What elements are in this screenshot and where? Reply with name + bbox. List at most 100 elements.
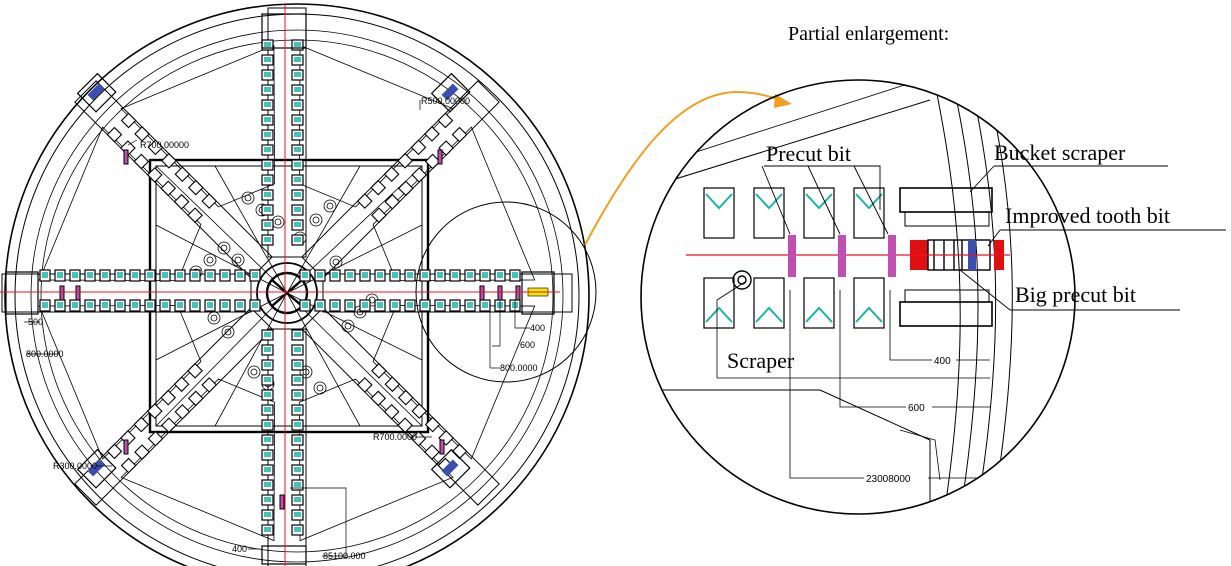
disc-cutter-core-3	[244, 194, 252, 202]
tool-insert	[422, 302, 428, 308]
tool-insert	[294, 102, 301, 107]
diag-housing-bit-3	[87, 459, 105, 477]
tool-insert	[264, 57, 271, 62]
tool-insert	[264, 377, 271, 382]
detail-circle	[640, 79, 1076, 515]
detail-lower-tool-tip-2	[755, 306, 783, 323]
disc-cutter-core-18	[224, 328, 232, 336]
opening-3	[120, 378, 276, 542]
tool-insert	[264, 452, 271, 457]
tool-insert	[362, 302, 368, 308]
diag-tool-block	[437, 112, 454, 129]
label-precut-bit: Precut bit	[766, 141, 851, 166]
diag-tool-block	[371, 207, 387, 224]
center-square-frame	[148, 158, 430, 434]
diag-tool-block	[174, 403, 191, 420]
detail-lower-tool-1	[703, 277, 735, 329]
disc-cutter-11	[341, 319, 355, 333]
tool-insert	[294, 72, 301, 77]
disc-cutter-core-2	[274, 218, 282, 226]
diag-tool-block	[356, 193, 373, 209]
tool-insert	[237, 302, 243, 308]
diag-tool-block	[147, 139, 164, 156]
label-bucket-scraper: Bucket scraper	[994, 140, 1126, 165]
detail-enlargement: Precut bit Bucket scraper Improved tooth…	[640, 79, 1226, 515]
tool-insert	[147, 302, 153, 308]
tool-insert	[264, 237, 271, 242]
tool-insert	[237, 272, 243, 278]
tool-insert	[177, 302, 183, 308]
disc-cutter-5	[323, 199, 337, 213]
disc-cutter-core-8	[220, 244, 228, 252]
main-precut-marker	[279, 494, 285, 510]
diag-tool-block	[370, 390, 387, 407]
tool-insert	[294, 147, 301, 152]
tool-insert	[207, 302, 213, 308]
tool-insert	[294, 237, 301, 242]
spoke-4	[74, 307, 273, 506]
tool-insert	[117, 272, 123, 278]
tool-insert	[294, 332, 301, 337]
tool-insert	[117, 302, 123, 308]
diag-housing-bit-1	[87, 83, 105, 101]
dim-500: 500	[28, 317, 43, 327]
diag-tool-block	[134, 444, 150, 460]
tool-insert	[162, 302, 168, 308]
tool-insert	[467, 302, 473, 308]
disc-cutter-16	[313, 381, 327, 395]
tool-insert	[332, 302, 338, 308]
edge-housing-3	[261, 13, 307, 49]
diag-tool-block	[370, 179, 387, 196]
diag-tool-block	[397, 180, 414, 197]
diag-tool-block	[410, 430, 427, 447]
tool-insert	[264, 497, 271, 502]
tool-insert	[264, 347, 271, 352]
detail-lower-tool-3	[803, 277, 835, 329]
center-hub	[256, 262, 318, 324]
detail-callout-circle	[415, 201, 597, 383]
tool-insert	[302, 272, 308, 278]
detail-dim-400: 400	[934, 356, 951, 367]
tool-insert	[72, 302, 78, 308]
tool-insert	[252, 302, 258, 308]
precut-pin-inner	[737, 275, 747, 285]
diag-tool-block	[147, 430, 164, 447]
diag-tool-block	[411, 403, 428, 419]
center-hub-inner	[265, 271, 309, 315]
diag-tool-block	[133, 153, 150, 170]
disc-cutter-core-16	[316, 384, 324, 392]
diag-tool-block	[410, 139, 427, 156]
spoke-7	[267, 7, 307, 258]
bucket-scraper-lip	[904, 211, 990, 227]
tool-insert	[264, 177, 271, 182]
precut-marker-3	[888, 235, 896, 277]
tool-insert	[512, 272, 518, 278]
disc-cutter-core-11	[344, 322, 352, 330]
detail-rim-1	[929, 80, 961, 514]
tool-insert	[264, 207, 271, 212]
disc-cutter-core-13	[250, 368, 258, 376]
tool-insert	[222, 302, 228, 308]
precut-pin-outer	[732, 270, 752, 290]
tool-insert	[482, 302, 488, 308]
disc-cutter-core-15	[302, 368, 310, 376]
tool-insert	[294, 192, 301, 197]
tool-insert	[317, 272, 323, 278]
tool-insert	[294, 132, 301, 137]
diag-housing-2	[430, 72, 471, 113]
tool-insert	[452, 272, 458, 278]
detail-dim-600: 600	[908, 403, 925, 414]
diag-housing-1	[76, 72, 117, 113]
tool-insert	[294, 422, 301, 427]
tool-insert	[294, 392, 301, 397]
dim-bg-400	[932, 354, 956, 366]
diag-tool-block	[384, 193, 401, 210]
tool-insert	[407, 272, 413, 278]
gauge-housings	[5, 13, 555, 565]
spoke-8	[301, 80, 500, 279]
disc-cutter-core-7	[206, 256, 214, 264]
diag-tool-block	[160, 389, 177, 406]
tool-insert	[264, 362, 271, 367]
dim-400-bottom: 400	[232, 544, 247, 554]
